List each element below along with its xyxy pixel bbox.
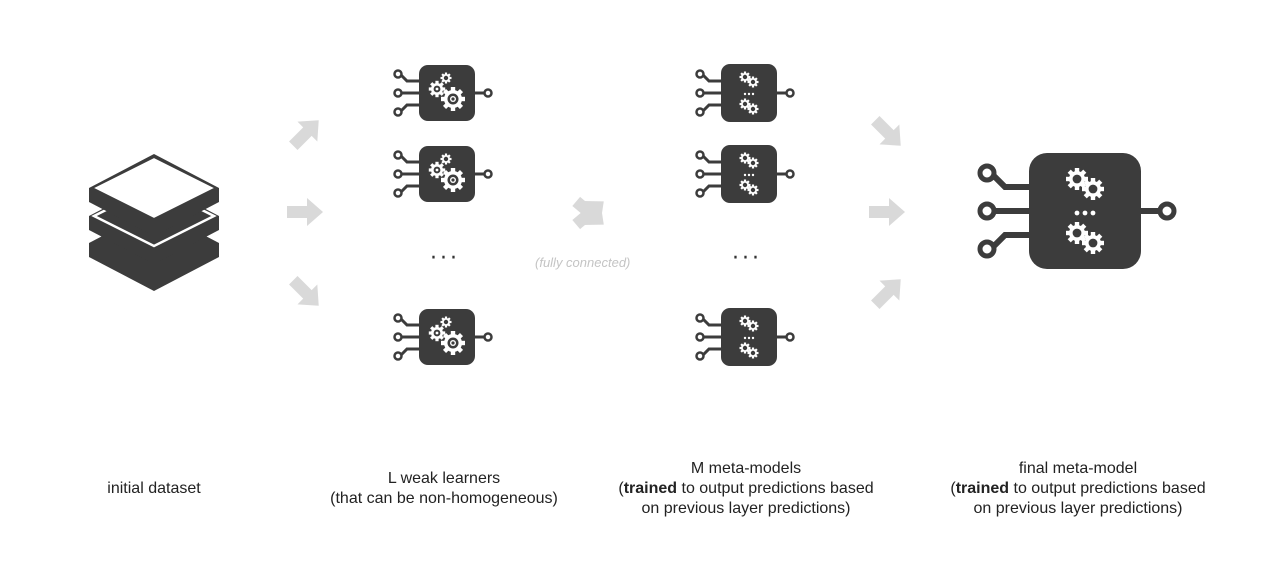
final-caption-line1: final meta-model: [1018, 460, 1138, 477]
meta-models-ellipsis: ···: [732, 246, 762, 271]
arrow-dataset-to-learner-top: [283, 110, 329, 156]
meta-model-icon: [697, 64, 794, 122]
meta-models-caption-line2: (trained to output predictions based: [618, 480, 874, 497]
arrow-dataset-to-learner-middle: [287, 198, 323, 226]
meta-model-icon: [697, 308, 794, 366]
fully-connected-label: (fully connected): [535, 255, 631, 270]
meta-model-icon: [697, 145, 794, 203]
meta-models-caption: M meta-models (trained to output predict…: [596, 459, 896, 519]
weak-learners-caption-line2: (that can be non-homogeneous): [330, 490, 558, 507]
weak-learners-caption: L weak learners (that can be non-homogen…: [304, 469, 584, 509]
weak-learner-icon: [395, 309, 492, 365]
final-meta-model-icon: [980, 153, 1174, 269]
weak-learner-icon: [395, 146, 492, 202]
final-trained-bold: trained: [955, 480, 1010, 497]
final-meta-model-caption: final meta-model (trained to output pred…: [928, 459, 1228, 519]
meta-models-caption-line1: M meta-models: [690, 460, 802, 477]
final-caption-line3: on previous layer predictions): [973, 500, 1183, 517]
final-caption-line2: (trained to output predictions based: [950, 480, 1206, 497]
arrow-meta-to-final-top: [865, 110, 911, 156]
arrow-dataset-to-learner-bottom: [283, 270, 329, 316]
meta-models-caption-line3: on previous layer predictions): [641, 500, 851, 517]
dataset-caption-text: initial dataset: [107, 480, 201, 497]
stacked-layers-icon: [89, 154, 219, 291]
fully-connected-arrows-icon: [567, 190, 613, 236]
weak-learners-caption-line1: L weak learners: [387, 470, 501, 487]
dataset-caption: initial dataset: [54, 479, 254, 499]
weak-learners-ellipsis: ···: [430, 246, 460, 271]
arrow-meta-to-final-middle: [869, 198, 905, 226]
weak-learner-icon: [395, 65, 492, 121]
meta-models-trained-bold: trained: [623, 480, 678, 497]
arrow-meta-to-final-bottom: [865, 269, 911, 315]
